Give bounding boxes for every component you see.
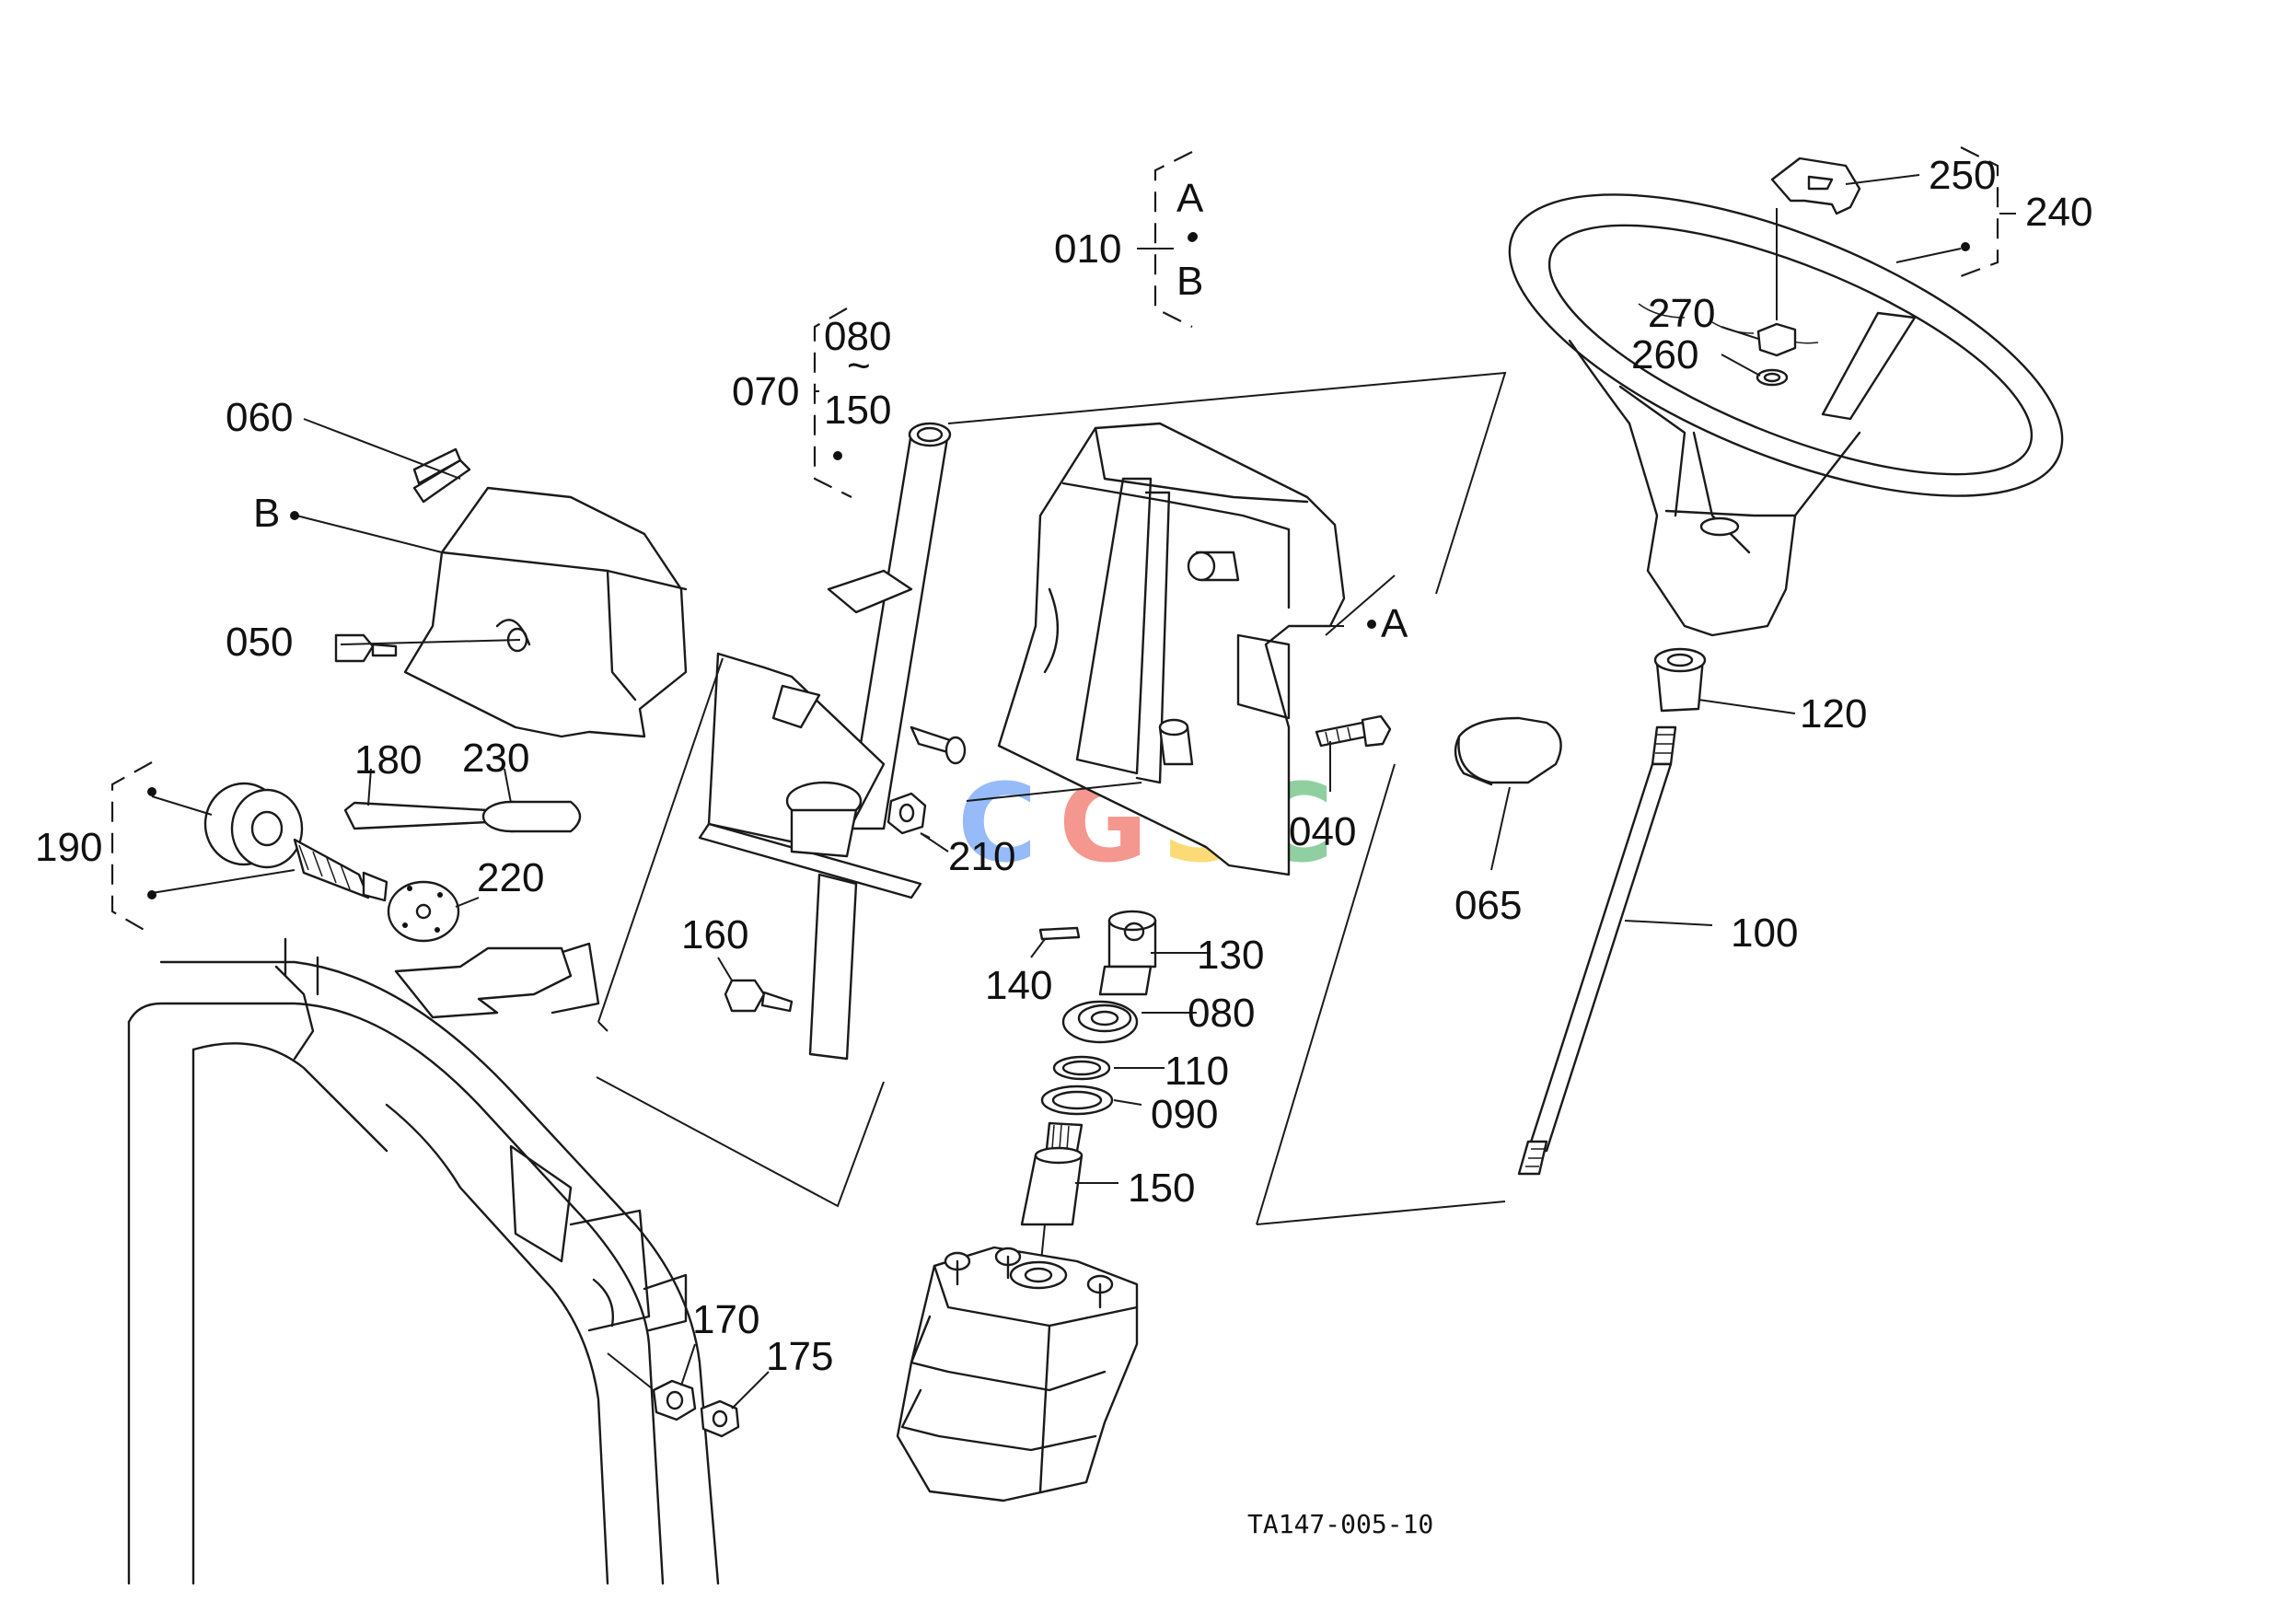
label-100: 100 [1731,911,1798,956]
label-130: 130 [1197,933,1264,978]
label-190: 190 [35,825,102,870]
label-170: 170 [692,1297,759,1342]
label-010: 010 [1054,226,1121,272]
shaft-stack [1020,910,1157,1271]
label-010-b: B [1176,259,1203,304]
label-260: 260 [1631,332,1698,377]
label-040: 040 [1289,809,1356,854]
watermark-letter-c1: C [957,760,1037,887]
label-230: 230 [462,736,529,781]
part-labels: 010 A B 070 080 ~ 150 060 B 050 180 230 … [35,151,2092,1379]
part-group-190 [110,761,582,1019]
nuts-170-175 [607,1352,740,1438]
label-090: 090 [1151,1092,1218,1137]
label-070-tilde: ~ [847,343,871,389]
label-010-a: A [1176,176,1204,221]
label-210: 210 [948,834,1015,879]
label-150: 150 [1128,1166,1195,1211]
drawing-code: TA147-005-10 [1247,1509,1433,1539]
label-ref-b: B [253,491,280,536]
cover-a [947,371,1507,1225]
label-070-to: 150 [824,388,891,433]
label-180: 180 [354,737,422,783]
cover-b [334,447,688,738]
column-bracket [596,307,967,1208]
label-175: 175 [766,1334,833,1379]
part-065-plug [1454,716,1562,786]
label-050: 050 [226,620,293,665]
label-070: 070 [732,369,799,414]
label-065: 065 [1454,883,1522,928]
tractor-frame [127,937,720,1585]
label-160: 160 [681,912,748,957]
label-ref-a: A [1381,601,1408,646]
label-070-from: 080 [824,314,891,359]
label-080: 080 [1188,991,1255,1036]
label-250: 250 [1929,153,1996,198]
label-220: 220 [477,855,544,900]
label-240: 240 [2025,190,2092,235]
steering-wheel [1508,146,2064,1176]
label-270: 270 [1648,291,1715,336]
part-040-screw [1315,714,1392,748]
label-120: 120 [1800,691,1867,737]
label-140: 140 [985,963,1052,1008]
label-060: 060 [226,395,293,440]
label-110: 110 [1165,1049,1229,1094]
steering-pump [896,1246,1139,1502]
